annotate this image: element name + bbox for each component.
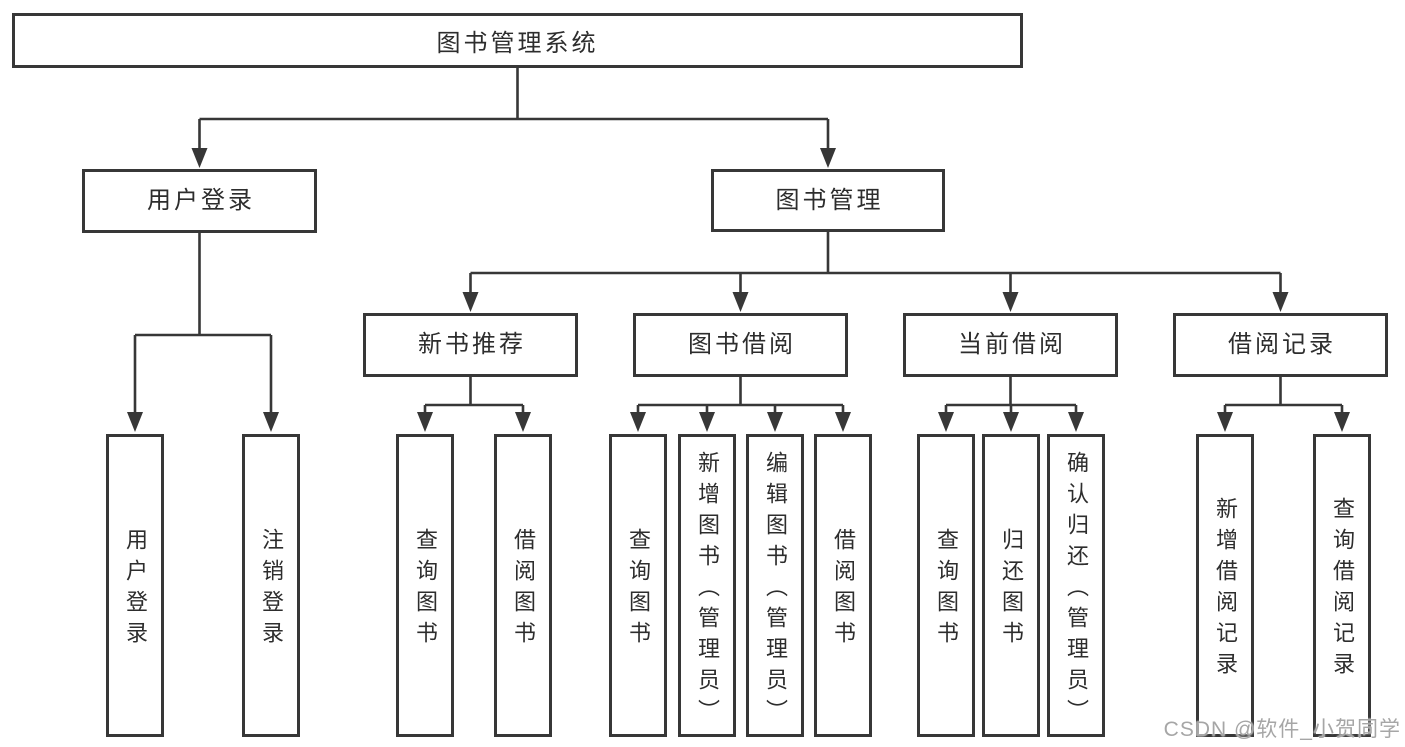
leaf-borrow-books-recommend: 借阅图书 [494, 434, 552, 737]
arrowhead [1334, 412, 1350, 432]
arrowhead [1003, 412, 1019, 432]
arrowhead [699, 412, 715, 432]
node-book-borrowing: 图书借阅 [633, 313, 848, 377]
leaf-confirm-return-admin: 确认归还（管理员） [1047, 434, 1105, 737]
arrowhead [938, 412, 954, 432]
connector-root-to-level2 [198, 68, 830, 150]
connector-borrow-to-leaves [636, 377, 845, 414]
arrowhead [630, 412, 646, 432]
connector-newbook-to-leaves [423, 377, 525, 414]
arrowhead [417, 412, 433, 432]
node-user-login: 用户登录 [82, 169, 317, 233]
leaf-logout: 注销登录 [242, 434, 300, 737]
arrowhead [515, 412, 531, 432]
leaf-user-login: 用户登录 [106, 434, 164, 737]
arrowhead [835, 412, 851, 432]
leaf-borrow-books-borrowing: 借阅图书 [814, 434, 872, 737]
node-borrowing-records: 借阅记录 [1173, 313, 1388, 377]
arrowhead [127, 412, 143, 432]
arrowhead [1068, 412, 1084, 432]
connector-bookmgmt-to-level3 [469, 232, 1282, 294]
arrowhead [1272, 292, 1289, 312]
arrowhead [263, 412, 279, 432]
node-current-borrowing: 当前借阅 [903, 313, 1118, 377]
leaf-query-borrow-record: 查询借阅记录 [1313, 434, 1371, 737]
arrowhead [191, 148, 208, 168]
leaf-add-books-admin: 新增图书（管理员） [678, 434, 736, 737]
leaf-return-books: 归还图书 [982, 434, 1040, 737]
connector-userlogin-to-leaves [133, 233, 273, 414]
arrowhead [462, 292, 479, 312]
arrowhead [820, 148, 836, 168]
csdn-watermark: CSDN @软件_小贺同学 [1163, 718, 1401, 741]
arrowhead [732, 292, 749, 312]
connector-current-to-leaves [944, 377, 1078, 414]
leaf-query-books-borrowing: 查询图书 [609, 434, 667, 737]
leaf-add-borrow-record: 新增借阅记录 [1196, 434, 1254, 737]
leaf-edit-books-admin: 编辑图书（管理员） [746, 434, 804, 737]
connector-records-to-leaves [1223, 377, 1344, 414]
arrowhead [1002, 292, 1019, 312]
node-root-library-system: 图书管理系统 [12, 13, 1023, 68]
node-book-management: 图书管理 [711, 169, 945, 232]
leaf-query-books-current: 查询图书 [917, 434, 975, 737]
leaf-query-books-recommend: 查询图书 [396, 434, 454, 737]
arrowhead [767, 412, 783, 432]
arrowhead [1217, 412, 1233, 432]
node-new-book-recommendation: 新书推荐 [363, 313, 578, 377]
